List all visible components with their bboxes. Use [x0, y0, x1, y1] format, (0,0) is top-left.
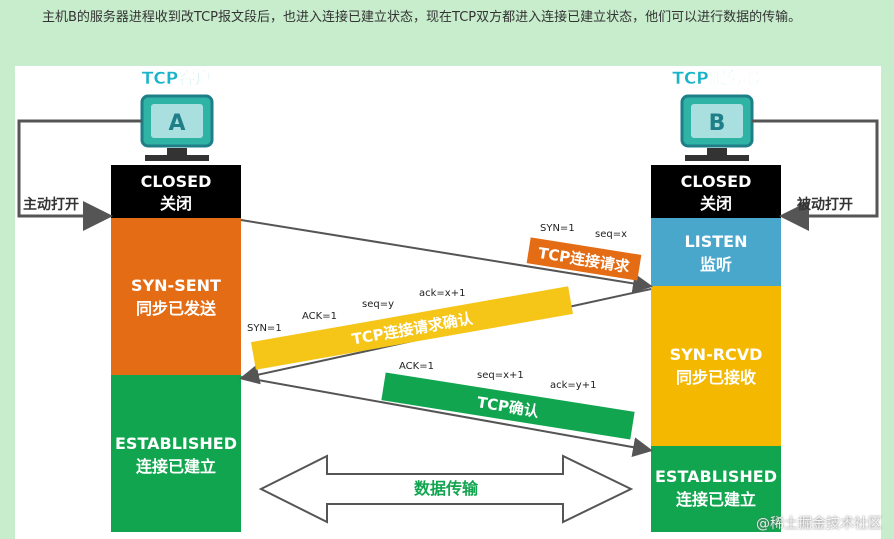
server-state-column: CLOSED 关闭 LISTEN 监听 SYN-RCVD 同步已接收 ESTAB… — [651, 165, 781, 532]
server-state-syn-rcvd-name: SYN-RCVD — [670, 345, 763, 364]
synack-param-seq: seq=y — [362, 299, 394, 310]
ack-param-ack: ACK=1 — [399, 361, 434, 372]
synack-param-syn: SYN=1 — [247, 323, 282, 334]
client-state-established-cn: 连接已建立 — [136, 457, 216, 476]
client-state-established-name: ESTABLISHED — [115, 434, 237, 453]
passive-open-label: 被动打开 — [797, 196, 853, 213]
active-open-label: 主动打开 — [23, 196, 79, 213]
ack-banner — [381, 372, 635, 440]
server-state-closed-cn: 关闭 — [700, 194, 732, 213]
client-letter: A — [168, 111, 185, 136]
server-state-established-name: ESTABLISHED — [655, 467, 777, 486]
client-state-closed — [111, 165, 241, 218]
data-transfer-label: 数据传输 — [414, 479, 479, 498]
server-title: TCP服务器 — [672, 68, 761, 89]
server-state-established-cn: 连接已建立 — [676, 490, 756, 509]
syn-param-seq: seq=x — [595, 229, 627, 240]
server-monitor-icon: B — [680, 94, 754, 161]
client-state-closed-name: CLOSED — [141, 172, 212, 191]
server-state-listen — [651, 218, 781, 286]
message-ack: ACK=1 seq=x+1 ack=y+1 TCP确认 — [240, 361, 653, 458]
server-letter: B — [709, 111, 726, 136]
passive-open-connector: 被动打开 — [752, 119, 879, 231]
active-open-connector: 主动打开 — [17, 119, 142, 231]
client-state-closed-cn: 关闭 — [160, 194, 192, 213]
client-state-syn-sent-name: SYN-SENT — [131, 276, 221, 295]
client-state-syn-sent-cn: 同步已发送 — [136, 299, 217, 318]
client-state-syn-sent — [111, 218, 241, 375]
intro-paragraph: 主机B的服务器进程收到改TCP报文段后，也进入连接已建立状态，现在TCP双方都进… — [42, 10, 802, 25]
server-state-closed — [651, 165, 781, 218]
ack-param-ackval: ack=y+1 — [550, 380, 596, 391]
synack-param-ack: ACK=1 — [302, 311, 337, 322]
synack-banner — [251, 286, 573, 370]
server-state-closed-name: CLOSED — [681, 172, 752, 191]
message-syn: SYN=1 seq=x TCP连接请求 — [240, 219, 653, 294]
watermark: @稀土掘金技术社区 — [756, 516, 882, 532]
client-state-established — [111, 375, 241, 532]
syn-param-syn: SYN=1 — [540, 223, 575, 234]
synack-param-ackval: ack=x+1 — [419, 288, 465, 299]
message-syn-ack: SYN=1 ACK=1 seq=y ack=x+1 TCP连接请求确认 — [239, 286, 652, 385]
client-monitor-icon: A — [140, 94, 214, 161]
tcp-handshake-diagram: TCP客户 TCP服务器 A B CLOSED 关闭 SYN-SENT 同步已发… — [17, 68, 879, 532]
data-transfer-arrow: 数据传输 — [258, 454, 634, 524]
server-state-listen-cn: 监听 — [700, 255, 732, 274]
client-state-column: CLOSED 关闭 SYN-SENT 同步已发送 ESTABLISHED 连接已… — [111, 165, 241, 532]
syn-banner — [526, 237, 642, 281]
server-state-syn-rcvd-cn: 同步已接收 — [676, 368, 756, 387]
server-state-syn-rcvd — [651, 286, 781, 446]
server-state-listen-name: LISTEN — [685, 232, 748, 251]
client-title: TCP客户 — [142, 68, 213, 89]
server-state-established — [651, 446, 781, 532]
ack-param-seq: seq=x+1 — [477, 370, 524, 381]
